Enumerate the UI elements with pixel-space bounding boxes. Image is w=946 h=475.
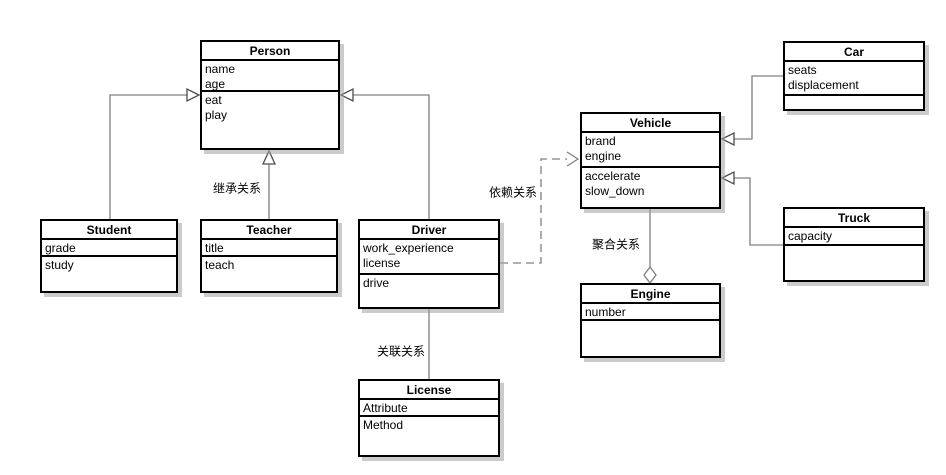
hollow-triangle-arrow-icon: [261, 149, 277, 165]
edge-driver-vehicle-dependency[interactable]: [500, 151, 580, 264]
class-attributes: capacity: [785, 228, 923, 246]
edge-car-vehicle-inheritance[interactable]: [720, 75, 783, 147]
class-title: Vehicle: [582, 114, 719, 133]
method: Method: [363, 418, 404, 432]
edge-truck-vehicle-inheritance[interactable]: [720, 170, 783, 246]
class-methods: [785, 246, 923, 280]
class-driver[interactable]: Driver work_experience license drive: [358, 219, 500, 309]
attribute: Attribute: [363, 401, 408, 415]
hollow-triangle-arrow-icon: [339, 87, 354, 103]
class-title: Person: [202, 42, 338, 61]
hollow-diamond-icon: [643, 265, 657, 285]
edge-vehicle-engine-aggregation[interactable]: [643, 209, 657, 285]
class-attributes: grade: [42, 240, 176, 257]
attribute: age: [205, 77, 226, 91]
attribute: work_experience: [363, 241, 454, 255]
class-attributes: title: [202, 240, 336, 257]
class-title: Engine: [582, 285, 719, 304]
attribute: engine: [585, 149, 622, 163]
hollow-triangle-arrow-icon: [186, 87, 201, 103]
edge-teacher-person-inheritance[interactable]: [261, 149, 277, 219]
edge-driver-person-inheritance[interactable]: [339, 87, 430, 219]
class-title: Driver: [360, 221, 498, 240]
inheritance-relationship-label: 继承关系: [211, 179, 263, 197]
attribute: number: [585, 305, 626, 319]
class-student[interactable]: Student grade study: [40, 219, 178, 293]
class-title: License: [360, 381, 498, 400]
attribute: license: [363, 256, 401, 270]
class-car[interactable]: Car seats displacement: [783, 41, 925, 111]
class-methods: [785, 96, 923, 109]
open-arrow-icon: [566, 151, 580, 167]
class-attributes: seats displacement: [785, 62, 923, 96]
class-methods: study: [42, 257, 176, 291]
method: teach: [205, 258, 235, 272]
class-title: Truck: [785, 209, 923, 228]
edge-student-person-inheritance[interactable]: [109, 87, 201, 219]
attribute: seats: [788, 63, 817, 77]
attribute: title: [205, 241, 224, 255]
method: eat: [205, 93, 222, 107]
class-title: Student: [42, 221, 176, 240]
attribute: grade: [45, 241, 76, 255]
class-attributes: number: [582, 304, 719, 321]
hollow-triangle-arrow-icon: [720, 170, 735, 186]
attribute: name: [205, 62, 236, 76]
class-methods: eat play: [202, 92, 338, 148]
attribute: displacement: [788, 78, 859, 92]
class-attributes: brand engine: [582, 133, 719, 168]
class-attributes: work_experience license: [360, 240, 498, 275]
dependency-relationship-label: 依赖关系: [487, 183, 539, 201]
method: accelerate: [585, 169, 641, 183]
class-methods: accelerate slow_down: [582, 168, 719, 207]
class-truck[interactable]: Truck capacity: [783, 207, 925, 282]
class-methods: drive: [360, 275, 498, 307]
method: play: [205, 108, 228, 122]
class-attributes: Attribute: [360, 400, 498, 417]
class-methods: [582, 321, 719, 356]
class-title: Car: [785, 43, 923, 62]
method: slow_down: [585, 184, 645, 198]
class-teacher[interactable]: Teacher title teach: [200, 219, 338, 293]
aggregation-relationship-label: 聚合关系: [590, 235, 642, 253]
hollow-triangle-arrow-icon: [720, 131, 735, 147]
class-license[interactable]: License Attribute Method: [358, 379, 500, 457]
class-vehicle[interactable]: Vehicle brand engine accelerate slow_dow…: [580, 112, 721, 209]
attribute: capacity: [788, 229, 833, 243]
class-attributes: name age: [202, 61, 338, 92]
class-engine[interactable]: Engine number: [580, 283, 721, 358]
class-methods: teach: [202, 257, 336, 291]
class-methods: Method: [360, 417, 498, 455]
class-person[interactable]: Person name age eat play: [200, 40, 340, 150]
association-relationship-label: 关联关系: [375, 342, 427, 360]
class-title: Teacher: [202, 221, 336, 240]
attribute: brand: [585, 134, 616, 148]
method: study: [45, 258, 74, 272]
method: drive: [363, 276, 390, 290]
